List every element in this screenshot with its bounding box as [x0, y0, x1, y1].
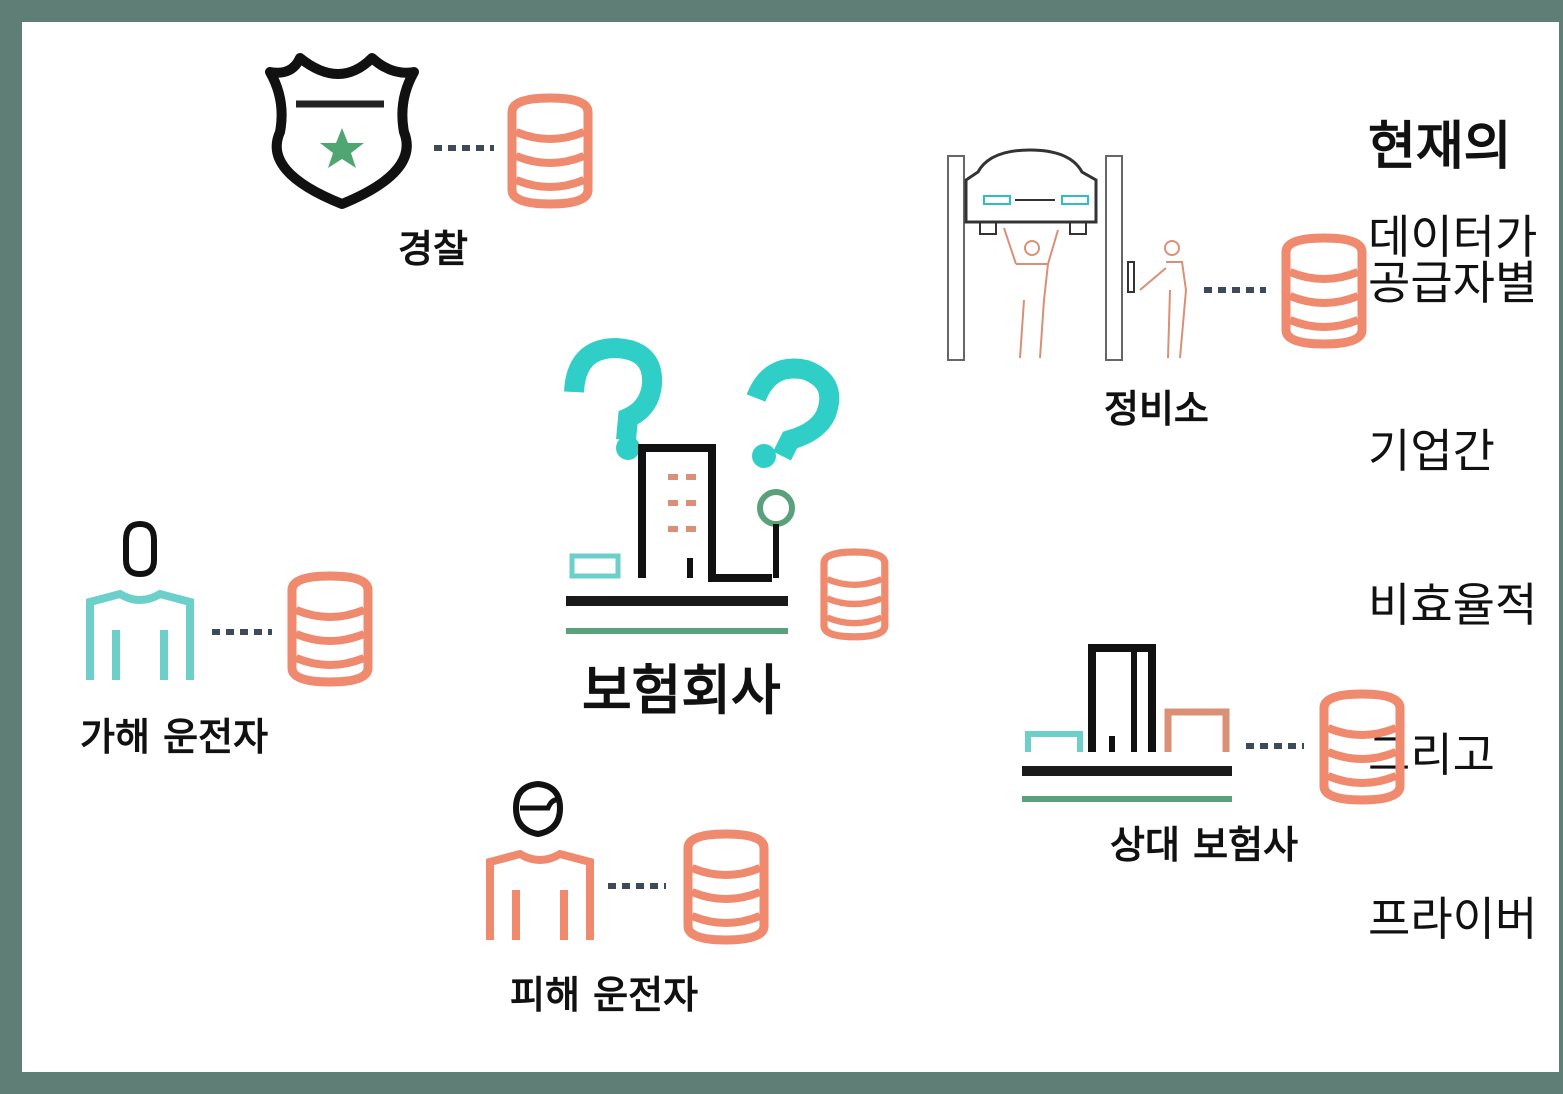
- insurer-label: 보험회사: [582, 659, 781, 722]
- side-item-5: 프라이버: [1368, 892, 1538, 946]
- victim-driver-label: 피해 운전자: [510, 973, 699, 1017]
- insurance-building-icon: [566, 444, 795, 634]
- police-badge-icon: [265, 53, 419, 209]
- car-lift-icon: [947, 148, 1188, 361]
- counterparty-insurer-label: 상대 보험사: [1110, 823, 1299, 867]
- person-icon: [86, 520, 194, 680]
- side-item-3: 비효율적: [1368, 578, 1538, 632]
- question-marks-icon: [564, 337, 840, 468]
- side-line-1b: 공급자별: [1368, 256, 1538, 310]
- counterparty-database-icon: [1319, 689, 1405, 805]
- side-line-1a: 데이터가: [1368, 210, 1538, 264]
- side-title: 현재의: [1368, 117, 1512, 177]
- repair-shop-label: 정비소: [1104, 387, 1209, 431]
- side-item-2: 기업간: [1368, 424, 1495, 478]
- at-fault-driver-label: 가해 운전자: [80, 715, 269, 759]
- building-icon: [1022, 644, 1232, 802]
- person-cap-icon: [486, 780, 594, 940]
- police-label: 경찰: [398, 227, 468, 271]
